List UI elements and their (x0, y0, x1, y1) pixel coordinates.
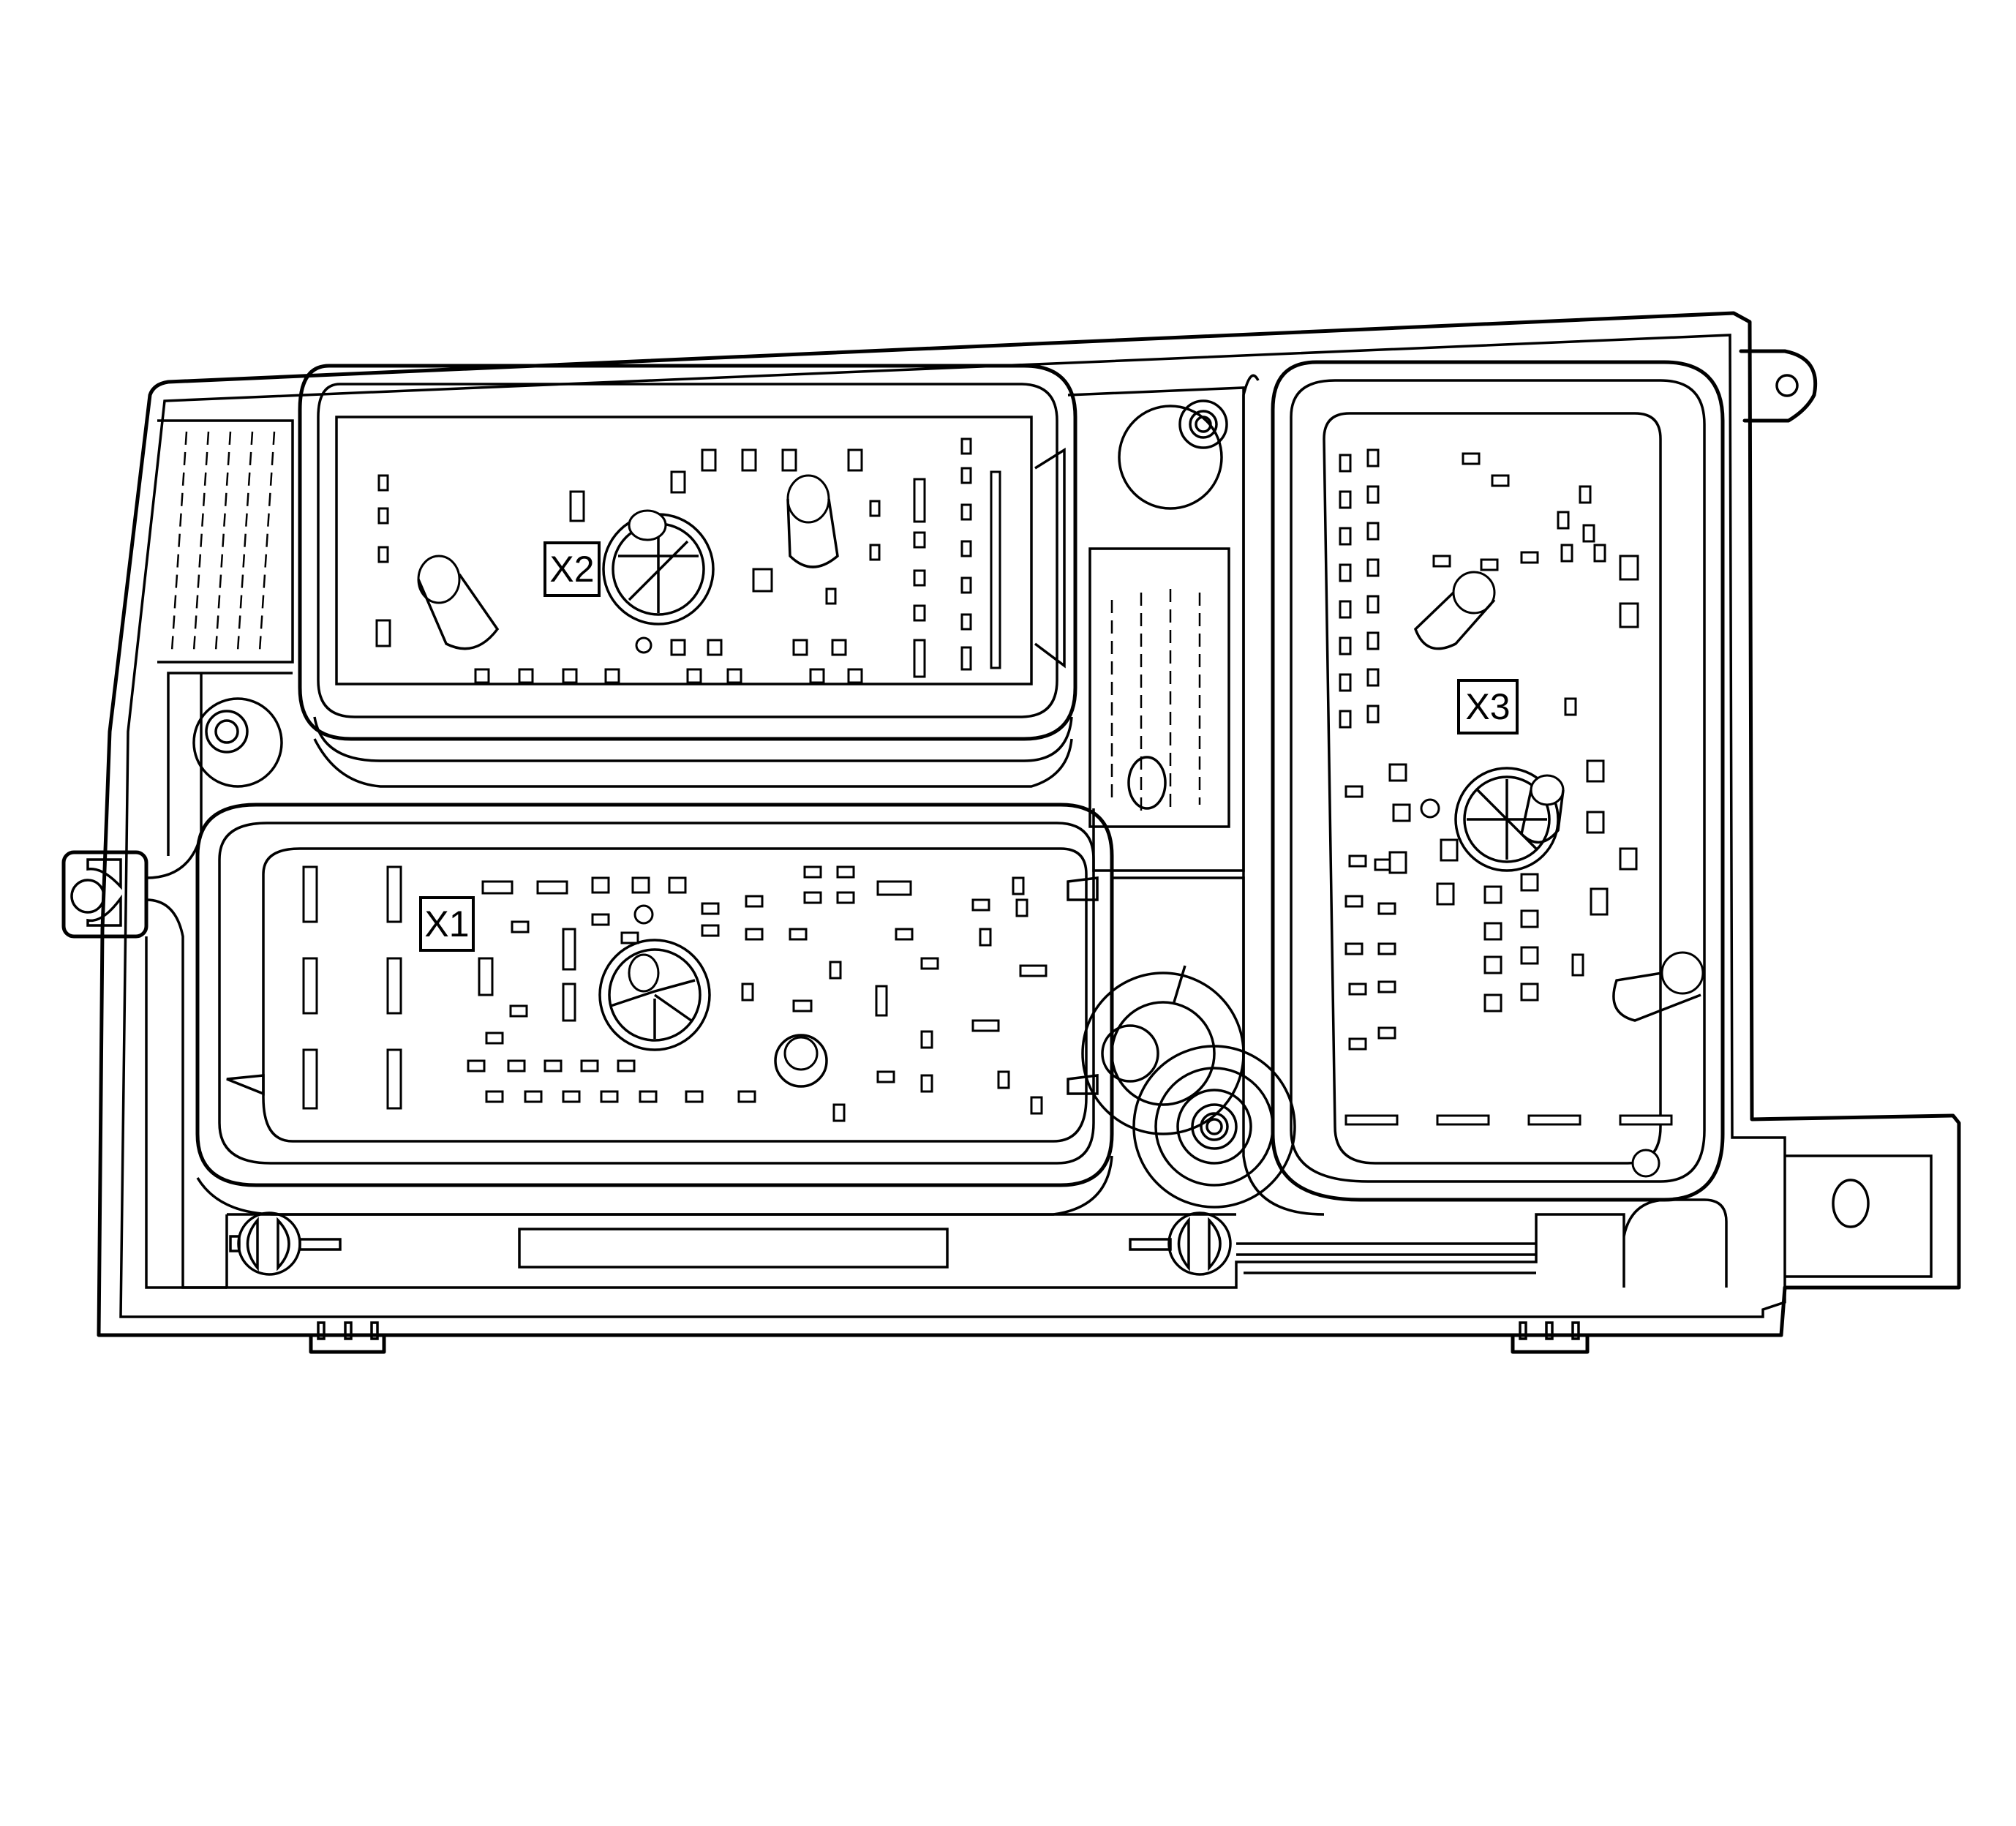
mounting-tab-top-right (1739, 349, 1818, 423)
x3-pins (1339, 448, 1673, 1126)
module-housing (97, 311, 1961, 1354)
connector-label-x1: X1 (419, 896, 475, 952)
harness-clip-left (61, 673, 227, 1289)
connector-x3 (1242, 360, 1725, 1216)
center-vent-panel (1067, 386, 1245, 872)
connector-label-x2: X2 (544, 541, 601, 597)
retainer-screw-center (1129, 1211, 1232, 1276)
x1-pins (302, 865, 1048, 1122)
retainer-screw-left (229, 1211, 342, 1276)
connector-x1 (195, 803, 1114, 1216)
bottom-retainer-strip (145, 672, 1728, 1289)
center-bottom-boss (1081, 876, 1296, 1209)
connector-label-x3: X3 (1457, 679, 1519, 734)
x2-pins (375, 437, 1001, 684)
ribbed-panel (157, 419, 294, 664)
mounting-tab-bottom-right (1785, 1154, 1933, 1278)
screw-boss-top-left (192, 697, 283, 788)
connector-x2 (298, 364, 1077, 788)
